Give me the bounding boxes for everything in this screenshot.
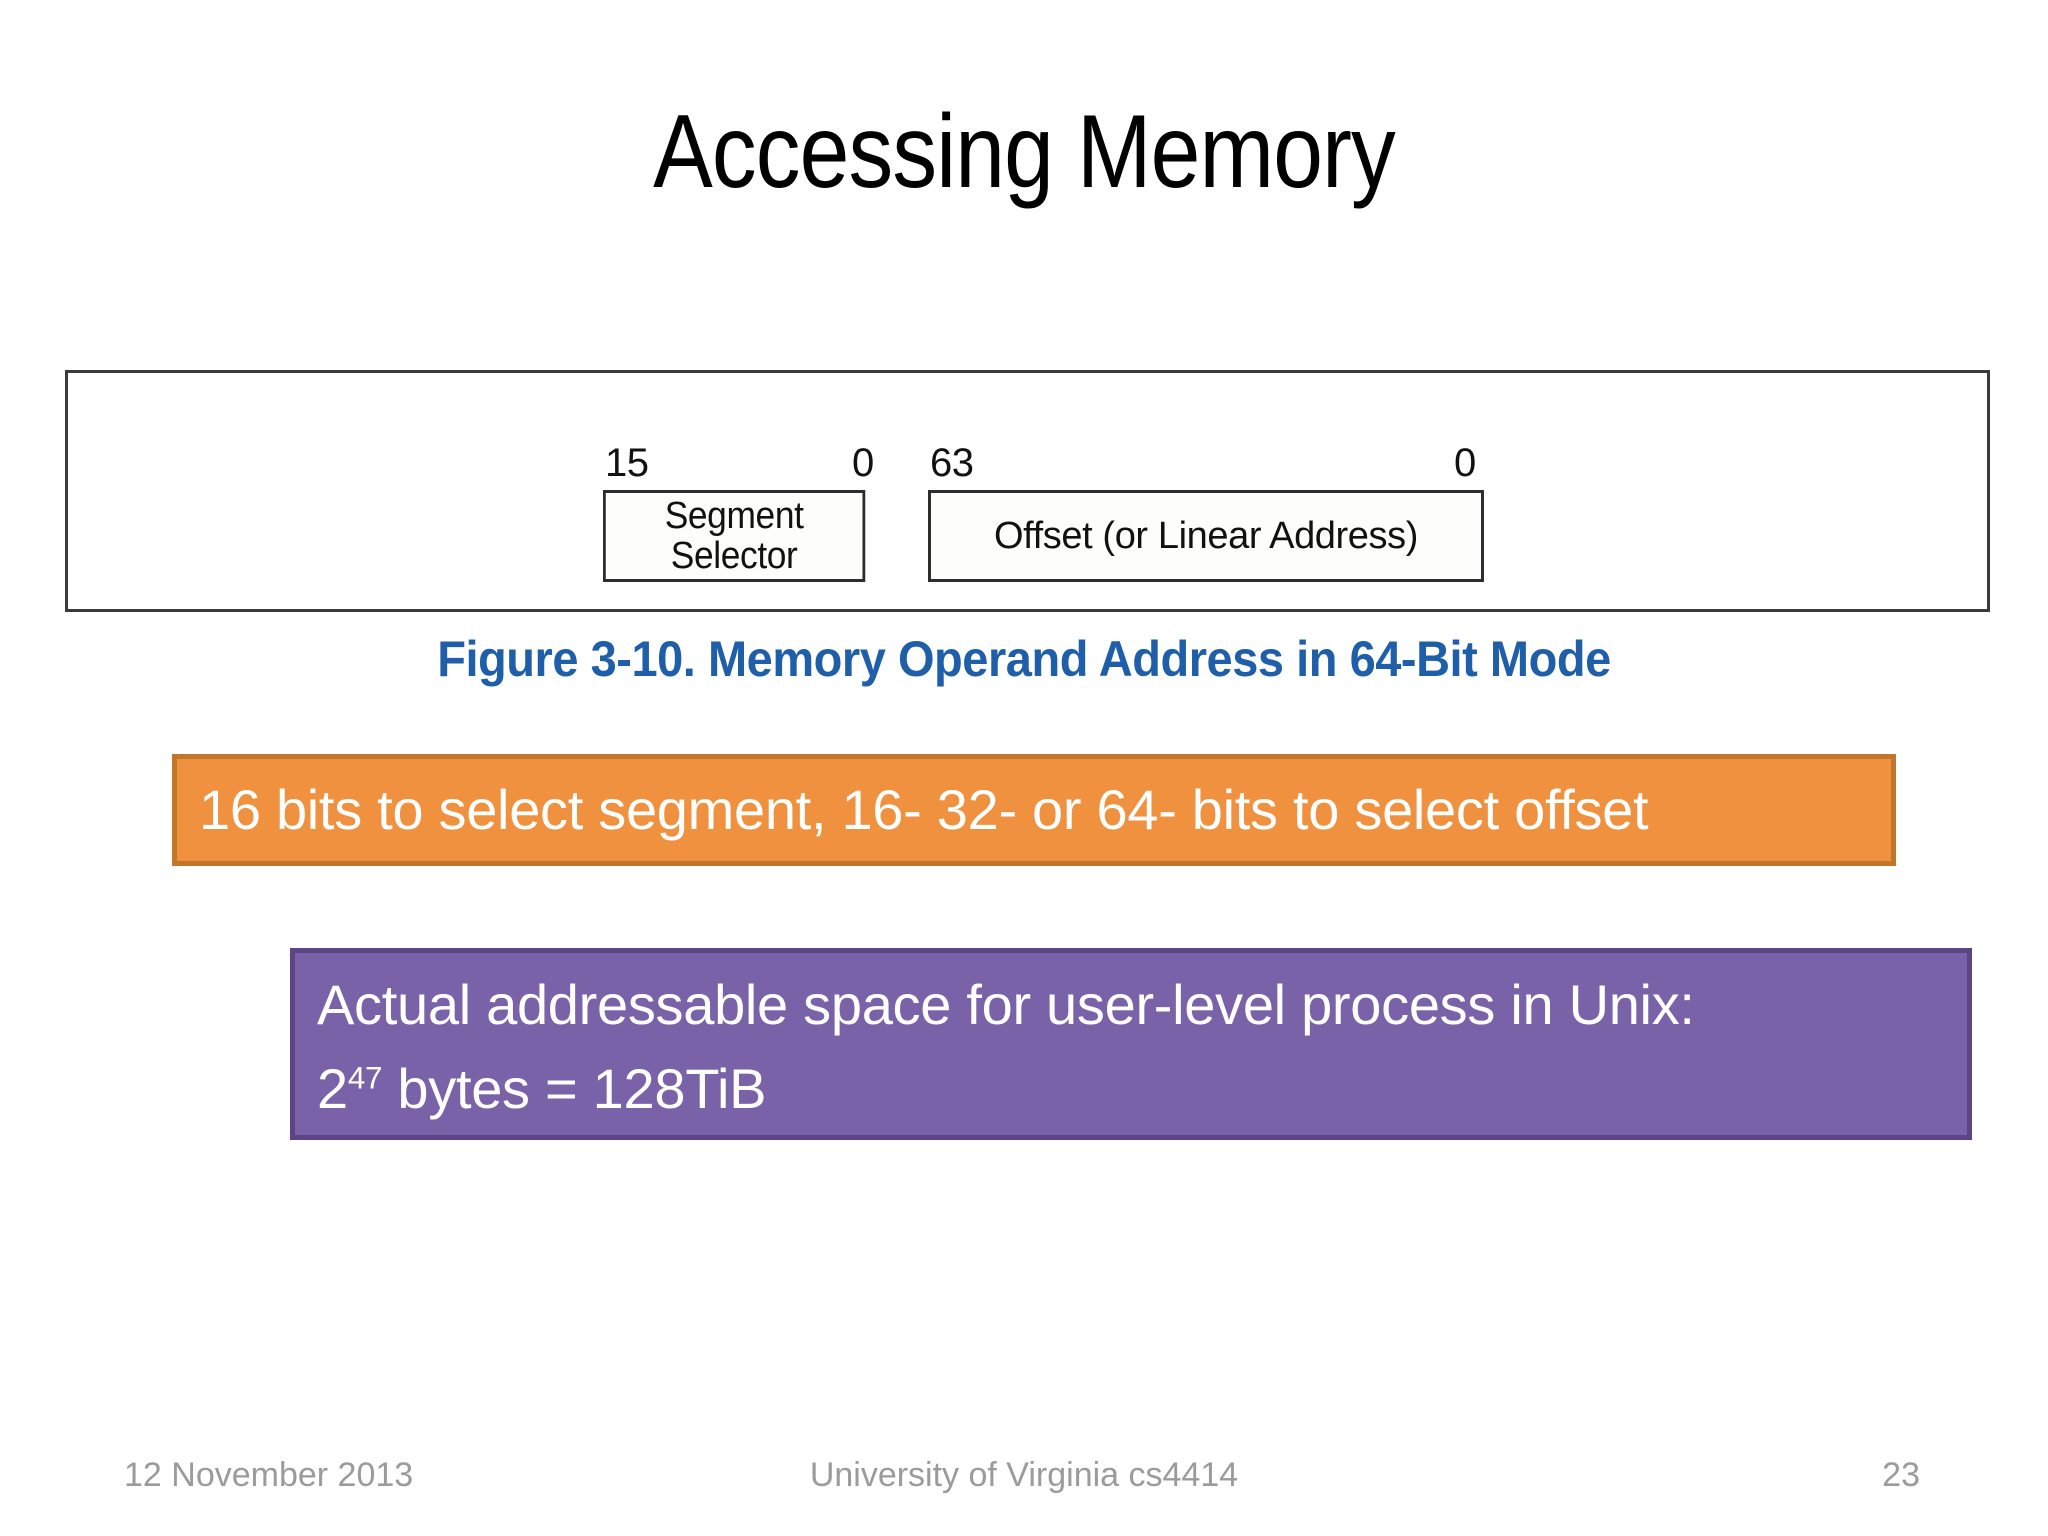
callout-purple-rest: bytes = 128TiB <box>382 1057 767 1120</box>
footer-organization: University of Virginia cs4414 <box>809 1456 1239 1494</box>
slide-footer: 12 November 2013 University of Virginia … <box>0 1452 2048 1498</box>
footer-page-number: 23 <box>1882 1456 1920 1494</box>
offset-high-bit-label: 63 <box>930 441 974 485</box>
bitfield-diagram: 15 0 Segment Selector 63 0 Offset (or Li… <box>68 373 1987 609</box>
segment-selector-high-bit-label: 15 <box>605 441 649 485</box>
offset-label: Offset (or Linear Address) <box>994 514 1418 557</box>
offset-box: Offset (or Linear Address) <box>928 490 1484 582</box>
callout-purple-line1: Actual addressable space for user-level … <box>317 973 1695 1036</box>
callout-purple-line2: 247 bytes = 128TiB <box>317 1047 1967 1131</box>
callout-purple-exponent: 47 <box>347 1060 383 1096</box>
segment-selector-label-line2: Selector <box>670 535 798 577</box>
page-title: Accessing Memory <box>653 94 1396 210</box>
callout-purple-base: 2 <box>317 1057 348 1120</box>
figure-caption: Figure 3-10. Memory Operand Address in 6… <box>437 631 1611 687</box>
callout-purple: Actual addressable space for user-level … <box>290 948 1972 1140</box>
offset-low-bit-label: 0 <box>1454 441 1476 485</box>
callout-orange-text: 16 bits to select segment, 16- 32- or 64… <box>199 778 1649 841</box>
footer-date: 12 November 2013 <box>124 1456 414 1494</box>
figure-image-frame: 15 0 Segment Selector 63 0 Offset (or Li… <box>65 370 1990 612</box>
segment-selector-box: Segment Selector <box>603 490 866 582</box>
callout-orange: 16 bits to select segment, 16- 32- or 64… <box>172 754 1896 866</box>
segment-selector-label-line1: Segment <box>664 494 804 537</box>
segment-selector-low-bit-label: 0 <box>852 441 874 485</box>
